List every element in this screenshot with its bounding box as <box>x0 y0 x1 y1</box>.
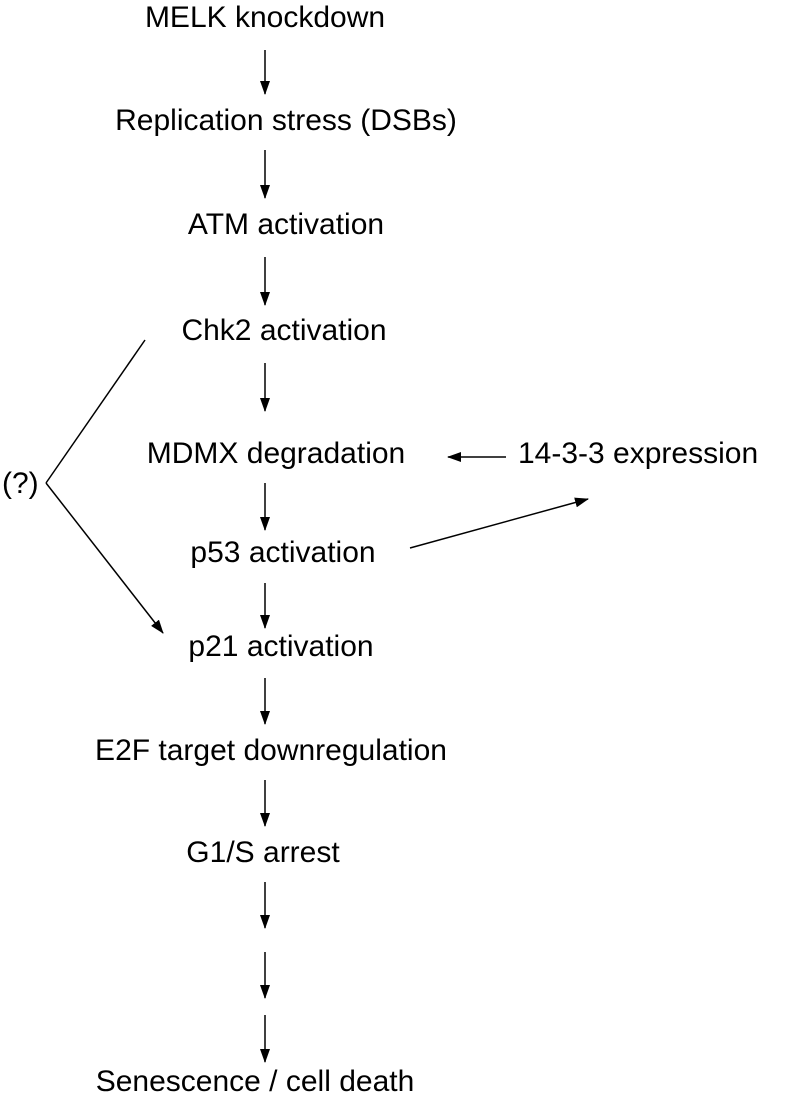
node-e2f-target-downregulation: E2F target downregulation <box>95 734 447 767</box>
line-chk2-to-unknown <box>45 339 146 484</box>
node-replication-stress: Replication stress (DSBs) <box>115 104 457 137</box>
node-chk2-activation: Chk2 activation <box>181 314 387 347</box>
node-atm-activation: ATM activation <box>187 208 385 241</box>
arrow-p53-to-1433 <box>409 497 589 549</box>
node-unknown-mediator: (?) <box>2 467 39 500</box>
node-mdmx-degradation: MDMX degradation <box>146 437 406 470</box>
node-senescence-cell-death: Senescence / cell death <box>95 1065 415 1098</box>
node-melk-knockdown: MELK knockdown <box>144 1 386 34</box>
node-14-3-3-expression: 14-3-3 expression <box>518 437 759 470</box>
arrow-unknown-to-p21 <box>45 482 164 634</box>
node-g1s-arrest: G1/S arrest <box>186 836 340 869</box>
node-p21-activation: p21 activation <box>188 630 374 663</box>
node-p53-activation: p53 activation <box>190 536 376 569</box>
